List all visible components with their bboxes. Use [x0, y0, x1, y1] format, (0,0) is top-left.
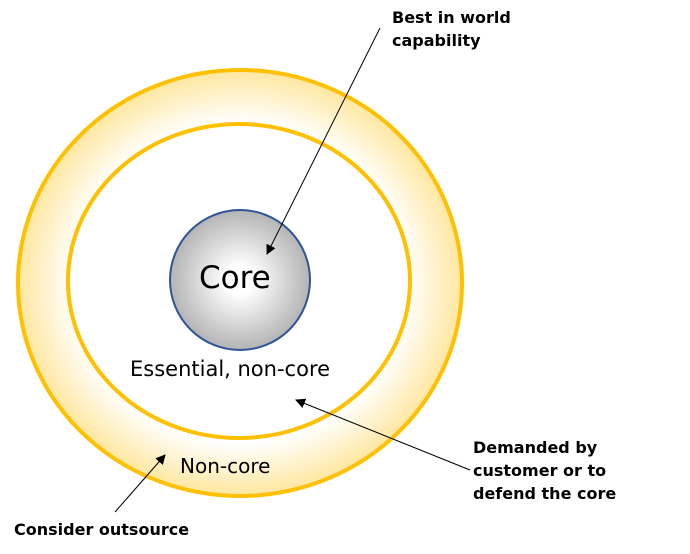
callout-line: Demanded by: [473, 438, 598, 457]
essential-label: Essential, non-core: [130, 357, 331, 381]
outsource-callout: Consider outsource: [14, 520, 190, 539]
callout-line: capability: [392, 31, 481, 50]
demanded-arrow: [295, 398, 471, 471]
outsource-arrow: [114, 454, 166, 513]
callout-line: Best in world: [392, 8, 511, 27]
callout-line: customer or to: [473, 461, 607, 480]
demanded-callout: Demanded by customer or to defend the co…: [473, 436, 616, 505]
core-label: Core: [199, 260, 271, 296]
best-arrow: [266, 27, 381, 255]
callout-line: defend the core: [473, 484, 617, 503]
noncore-label: Non-core: [180, 454, 271, 478]
best-callout: Best in world capability: [392, 6, 511, 52]
